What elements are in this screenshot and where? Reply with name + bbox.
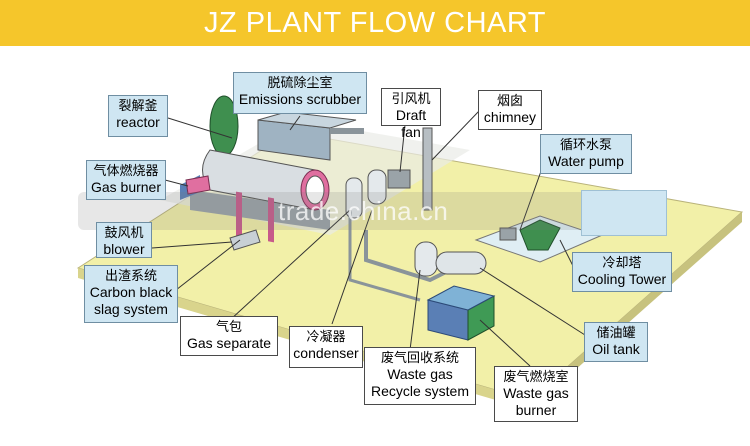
draft-fan-en: Draft fan bbox=[395, 107, 427, 140]
callout-carbon-black: 出渣系统 Carbon black slag system bbox=[84, 265, 178, 323]
carbon-black-en2: slag system bbox=[94, 301, 168, 317]
oil-tank-en: Oil tank bbox=[592, 341, 640, 357]
pipe-return bbox=[348, 210, 421, 302]
callout-waste-gas-burner: 废气燃烧室 Waste gas burner bbox=[494, 366, 578, 422]
oil-tank bbox=[435, 251, 487, 275]
page-title: JZ PLANT FLOW CHART bbox=[204, 6, 546, 39]
waste-gas-burner-cn: 废气燃烧室 bbox=[503, 369, 569, 384]
title-banner: JZ PLANT FLOW CHART bbox=[0, 0, 750, 46]
leader-lines bbox=[151, 109, 586, 367]
gas-separate-cn: 气包 bbox=[215, 319, 242, 334]
reactor-support bbox=[190, 190, 330, 230]
carbon-black-cn: 出渣系统 bbox=[104, 268, 157, 283]
waste-gas-recycle-en: Waste gas bbox=[387, 366, 453, 382]
condenser-en: condenser bbox=[293, 345, 359, 361]
condenser-cn: 冷凝器 bbox=[306, 329, 346, 344]
chimney-cn: 烟囱 bbox=[496, 93, 523, 108]
draft-fan-body bbox=[387, 169, 411, 189]
reactor-band-1 bbox=[236, 191, 242, 237]
callout-water-pump: 循环水泵 Water pump bbox=[540, 134, 632, 174]
waste-gas-recycle-en2: Recycle system bbox=[370, 383, 470, 399]
blower-cn: 鼓风机 bbox=[104, 225, 144, 240]
callout-draft-fan: 引风机 Draft fan bbox=[381, 88, 441, 140]
condenser-tank bbox=[414, 241, 438, 277]
emissions-scrubber-en: Emissions scrubber bbox=[238, 91, 362, 107]
scrubber-top bbox=[257, 111, 357, 129]
water-pump-cn: 循环水泵 bbox=[559, 137, 612, 152]
reactor-end bbox=[305, 175, 325, 205]
waste-gas-recycle-cn: 废气回收系统 bbox=[380, 350, 459, 365]
chimney-stack bbox=[422, 127, 433, 211]
callout-reactor: 裂解釜 reactor bbox=[108, 95, 168, 137]
blower-en: blower bbox=[103, 241, 145, 257]
waste-gas-burner-en: Waste gas bbox=[503, 385, 569, 401]
callout-chimney: 烟囱 chimney bbox=[478, 90, 542, 130]
callout-condenser: 冷凝器 condenser bbox=[289, 326, 363, 368]
blank-callout bbox=[581, 190, 667, 236]
reactor-band-2 bbox=[268, 197, 274, 243]
callout-blower: 鼓风机 blower bbox=[96, 222, 152, 258]
cooling-tower-en: Cooling Tower bbox=[577, 271, 667, 287]
draft-fan-cn: 引风机 bbox=[391, 91, 431, 106]
water-pump-unit bbox=[499, 227, 517, 241]
reactor-cn: 裂解釜 bbox=[118, 98, 158, 113]
gas-burner-unit bbox=[185, 175, 211, 195]
carbon-black-en: Carbon black bbox=[89, 284, 173, 300]
gas-tank-1 bbox=[345, 177, 363, 219]
callout-gas-burner: 气体燃烧器 Gas burner bbox=[86, 160, 166, 200]
callout-gas-separate: 气包 Gas separate bbox=[180, 316, 278, 356]
watermark-strip bbox=[78, 192, 638, 230]
chimney-en: chimney bbox=[483, 109, 537, 125]
waste-gas-burner-en2: burner bbox=[515, 402, 557, 418]
scrubber-pipe bbox=[330, 128, 364, 134]
gas-burner-cn: 气体燃烧器 bbox=[93, 163, 159, 178]
gas-burner-en: Gas burner bbox=[90, 179, 162, 195]
emissions-scrubber-cn: 脱硫除尘室 bbox=[267, 75, 333, 90]
reactor-en: reactor bbox=[116, 114, 160, 130]
watermark-text: trade.china.cn bbox=[278, 196, 449, 226]
platform-side-right bbox=[530, 212, 742, 410]
callout-cooling-tower: 冷却塔 Cooling Tower bbox=[572, 252, 672, 292]
gas-separate-en: Gas separate bbox=[186, 335, 272, 351]
callout-oil-tank: 储油罐 Oil tank bbox=[584, 322, 648, 362]
gas-tank-2 bbox=[367, 169, 387, 205]
callout-waste-gas-recycle: 废气回收系统 Waste gas Recycle system bbox=[364, 347, 476, 405]
callout-emissions-scrubber: 脱硫除尘室 Emissions scrubber bbox=[233, 72, 367, 114]
water-pump-en: Water pump bbox=[548, 153, 624, 169]
cooling-tower-cn: 冷却塔 bbox=[602, 255, 642, 270]
cooling-tower bbox=[519, 219, 561, 251]
burner-box-top bbox=[426, 285, 496, 311]
oil-tank-cn: 储油罐 bbox=[596, 325, 636, 340]
